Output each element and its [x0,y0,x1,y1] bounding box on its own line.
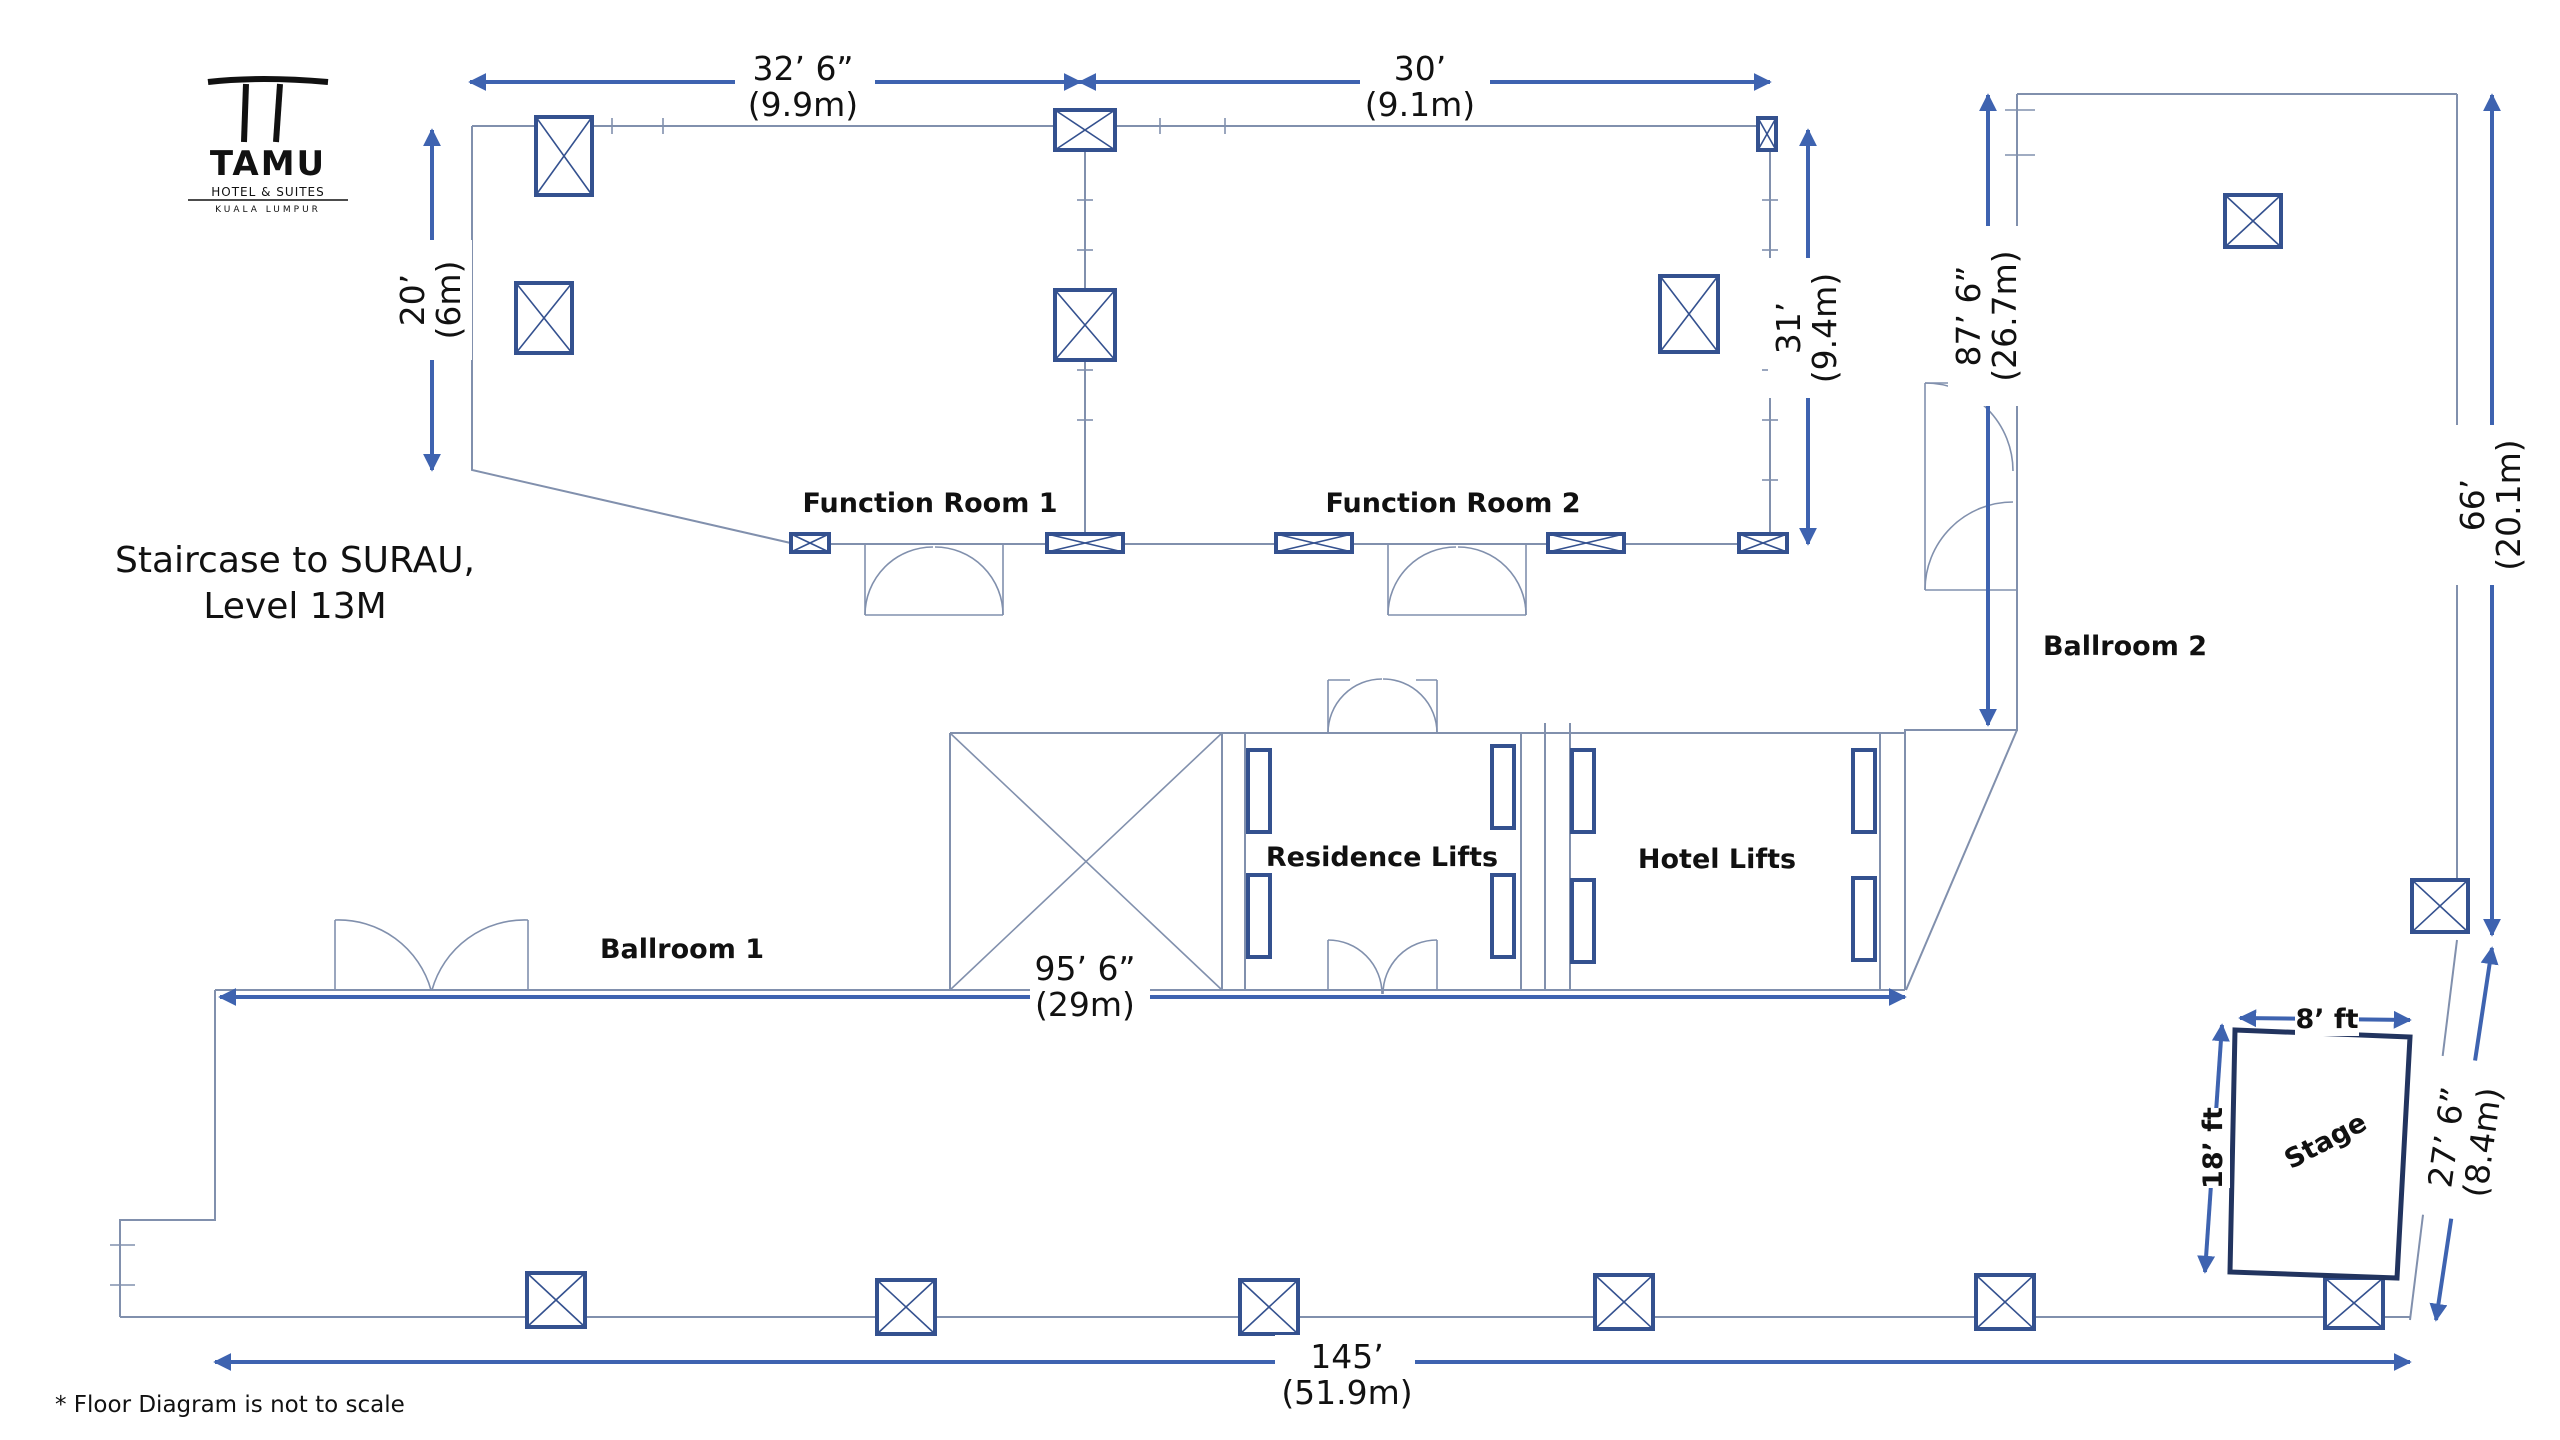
lift-lobby-lower-door[interactable] [1327,939,1438,995]
tamu-logo: TAMU HOTEL & SUITES KUALA LUMPUR [188,76,348,215]
lift-lobby [949,723,1905,991]
total-length-m: (51.9m) [1281,1373,1412,1412]
logo-mark-icon [207,76,329,143]
lift-door-icon [1490,744,1516,830]
ballroom-2-label: Ballroom 2 [2043,631,2207,662]
fr1-depth-m: (6m) [429,261,468,340]
footnote: * Floor Diagram is not to scale [55,1392,405,1418]
dimension-labels: 32’ 6” (9.9m) 30’ (9.1m) 20’ (6m) 31’ (9… [392,48,2532,1415]
column-icon [514,281,574,355]
lift-door-icon [1570,748,1596,834]
ballroom-1-door[interactable] [334,919,529,991]
staircase-line-2: Level 13M [203,586,386,627]
lift-door-icon [1246,873,1272,959]
function-room-columns [514,108,1789,554]
column-icon [2323,1276,2385,1330]
lift-door-icon [1490,873,1516,959]
column-icon [1053,108,1117,152]
staircase-note: Staircase to SURAU, Level 13M [115,540,475,627]
logo-name: TAMU [210,144,326,184]
ballroom-1-columns [525,1271,2385,1336]
residence-lifts-label: Residence Lifts [1266,842,1498,873]
partition-panel [1045,532,1125,554]
lift-door-icon [1570,878,1596,964]
column-icon [1053,288,1117,362]
column-icon [534,115,594,197]
function-room-1-door[interactable] [864,544,1004,616]
stage-depth-label: 18’ ft [2198,1107,2229,1189]
lift-door-icon [1851,748,1877,834]
function-room-2-label: Function Room 2 [1325,488,1580,519]
ballroom1-width-ft: 95’ 6” [1034,949,1135,988]
ballroom-1-walls [110,989,2410,1318]
partition-panel [1737,532,1789,554]
function-room-1-label: Function Room 1 [802,488,1057,519]
fr1-width-m: (9.9m) [748,85,858,124]
ballroom1-width-m: (29m) [1035,985,1135,1024]
column-icon [525,1271,587,1329]
logo-sub2: KUALA LUMPUR [215,205,321,215]
lift-lobby-upper-door[interactable] [1327,678,1438,734]
column-icon [1238,1278,1300,1336]
stage-width-label: 8’ ft [2295,1004,2358,1035]
ballroom-1-label: Ballroom 1 [600,934,764,965]
column-icon [1974,1273,2036,1331]
fr2-width-m: (9.1m) [1365,85,1475,124]
column-icon [2223,193,2283,249]
hotel-lifts-label: Hotel Lifts [1638,844,1796,875]
dimension-lines [213,73,2501,1371]
total-length-ft: 145’ [1310,1337,1383,1376]
ballroom2-width-ft: 66’ [2453,479,2492,531]
fr2-depth-ft: 31’ [1769,302,1808,354]
room-labels: Function Room 1 Function Room 2 Ballroom… [600,488,2207,965]
fr2-width-ft: 30’ [1394,49,1446,88]
fr2-depth-m: (9.4m) [1805,273,1844,383]
stage-label: Stage [2279,1107,2371,1176]
fr1-depth-ft: 20’ [393,274,432,326]
lift-doors [1246,744,1877,964]
column-icon [1658,274,1720,354]
column-icon [2410,878,2470,934]
function-rooms-walls [471,118,1778,545]
lift-door-icon [1851,876,1877,962]
lift-door-icon [1246,748,1272,834]
ballroom2-depth-ft: 87’ 6” [1949,265,1988,366]
partition-panel [789,532,831,554]
stage: Stage [2227,1027,2413,1281]
function-room-2-door[interactable] [1387,544,1527,616]
partition-panel [1546,532,1626,554]
partition-panel [1274,532,1354,554]
ballroom2-depth-m: (26.7m) [1985,250,2024,381]
fr1-width-ft: 32’ 6” [752,49,853,88]
logo-sub1: HOTEL & SUITES [211,185,325,199]
ballroom-2-door[interactable] [1924,382,2017,591]
column-icon [1756,116,1778,152]
column-icon [1593,1273,1655,1331]
ballroom2-width-m: (20.1m) [2489,439,2528,570]
staircase-line-1: Staircase to SURAU, [115,540,475,581]
column-icon [875,1278,937,1336]
